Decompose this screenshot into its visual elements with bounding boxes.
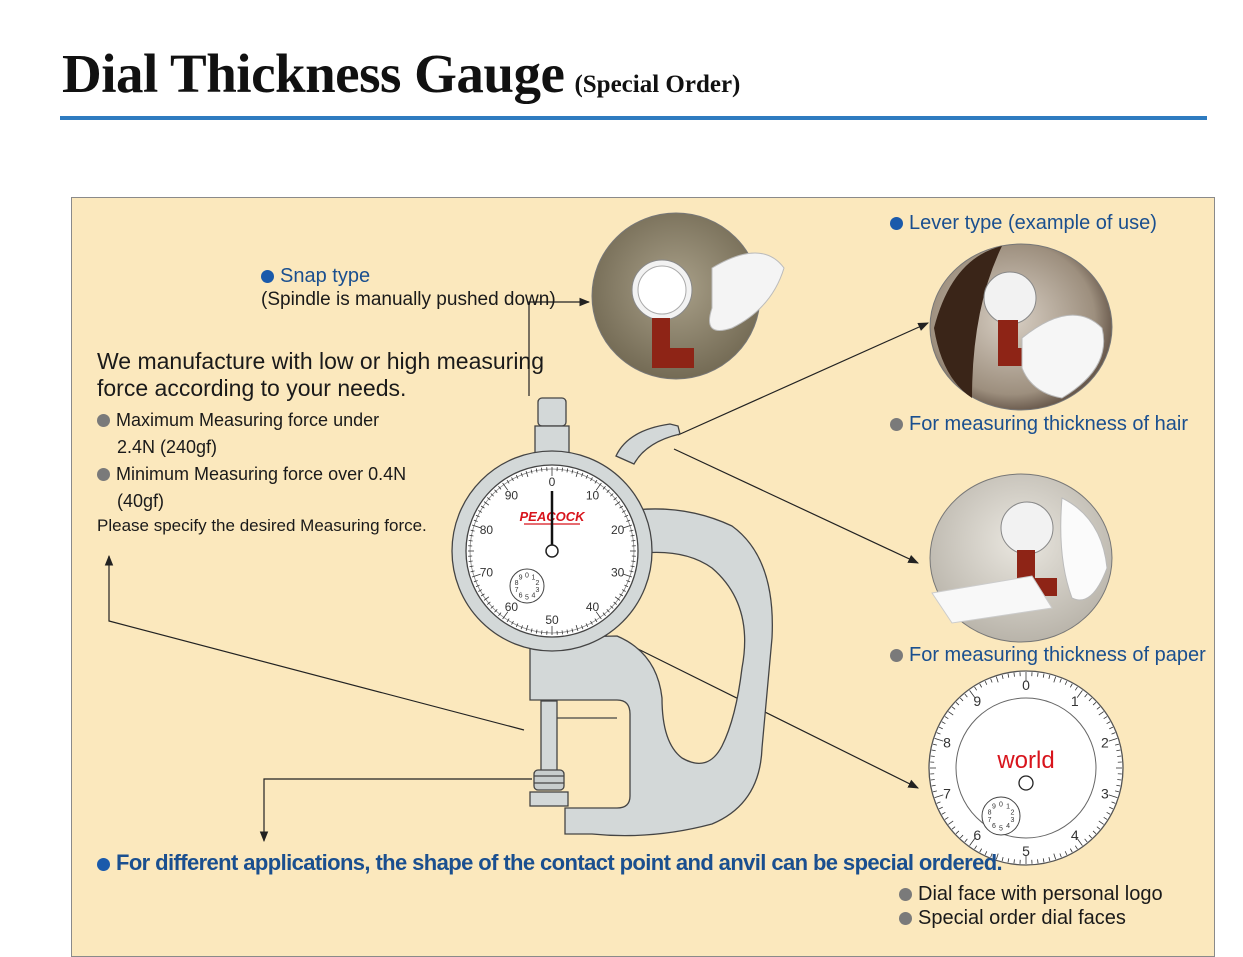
lever-arm	[616, 424, 680, 464]
custom-dial-logo: world	[996, 747, 1054, 774]
gauge-dial-number: 20	[611, 523, 625, 537]
gauge-tick	[562, 468, 563, 472]
custom-dial-number: 6	[973, 827, 981, 843]
bullet-dot-icon	[899, 912, 912, 925]
bullet-dot-icon	[899, 888, 912, 901]
dial-face-logo-caption: Dial face with personal logo	[899, 883, 1163, 906]
gauge-tick	[631, 561, 635, 562]
force-heading-line2: force according to your needs.	[97, 375, 406, 402]
gauge-dial-number: 10	[586, 488, 600, 502]
custom-sub-dial-number: 9	[992, 804, 996, 811]
arrow-contact-note	[264, 779, 532, 841]
custom-dial-number: 1	[1071, 693, 1079, 709]
sub-dial-number: 9	[519, 575, 523, 582]
snap-type-note: (Spindle is manually pushed down)	[261, 289, 556, 311]
anvil	[530, 792, 568, 806]
sub-dial-number: 5	[525, 594, 529, 601]
lever-paper-caption: For measuring thickness of paper	[890, 644, 1206, 667]
custom-dial-number: 4	[1071, 827, 1079, 843]
photo-hair	[930, 244, 1112, 410]
custom-tick	[1117, 780, 1121, 781]
title-underline	[60, 116, 1207, 120]
custom-sub-dial-number: 8	[988, 810, 992, 817]
gauge-dial-number: 30	[611, 566, 625, 580]
custom-tick	[1038, 673, 1039, 677]
snap-type-label: Snap type	[261, 265, 370, 288]
custom-sub-dial-number: 6	[992, 823, 996, 830]
force-heading-line1: We manufacture with low or high measurin…	[97, 348, 544, 375]
title-main: Dial Thickness Gauge	[62, 43, 564, 104]
gauge-dial-number: 60	[505, 600, 519, 614]
dial-face-special-caption: Special order dial faces	[899, 907, 1126, 930]
custom-sub-dial-number: 5	[999, 825, 1003, 832]
custom-dial-number: 9	[973, 693, 981, 709]
gauge-dial-number: 90	[505, 488, 519, 502]
lever-type-label: Lever type (example of use)	[890, 212, 1157, 235]
custom-tick	[1014, 673, 1015, 677]
custom-dial-number: 0	[1022, 677, 1030, 693]
photo-snap-type	[592, 213, 784, 379]
force-specify: Please specify the desired Measuring for…	[97, 516, 427, 536]
gauge-tick	[469, 561, 473, 562]
gauge-dial-number: 70	[480, 566, 494, 580]
custom-sub-dial-number: 4	[1006, 823, 1010, 830]
contact-point	[534, 770, 564, 790]
dial-thickness-gauge	[452, 398, 772, 836]
title-sub: (Special Order)	[574, 71, 740, 98]
bullet-dot-icon	[97, 858, 110, 871]
gauge-tick	[541, 468, 542, 472]
bullet-dot-icon	[890, 217, 903, 230]
bullet-dot-icon	[261, 270, 274, 283]
bullet-dot-icon	[97, 414, 110, 427]
custom-dial-number: 8	[943, 734, 951, 750]
page-title: Dial Thickness Gauge (Special Order)	[62, 42, 740, 105]
contact-point-note: For different applications, the shape of…	[97, 850, 1002, 876]
custom-sub-dial-number: 0	[999, 801, 1003, 808]
bullet-dot-icon	[97, 468, 110, 481]
force-min-line2: (40gf)	[117, 491, 164, 512]
gauge-tick	[469, 540, 473, 541]
sub-dial-number: 4	[532, 592, 536, 599]
custom-tick	[1038, 859, 1039, 863]
bullet-dot-icon	[890, 649, 903, 662]
sub-dial-number: 0	[525, 572, 529, 579]
gauge-dial-number: 50	[545, 613, 559, 627]
custom-sub-dial-number: 7	[988, 817, 992, 824]
custom-dial-number: 2	[1101, 734, 1109, 750]
custom-sub-dial-number: 3	[1010, 817, 1014, 824]
gauge-dial-number: 0	[549, 475, 556, 489]
bullet-dot-icon	[890, 418, 903, 431]
lever-hair-caption: For measuring thickness of hair	[890, 413, 1188, 436]
gauge-dial-number: 40	[586, 600, 600, 614]
sub-dial-number: 3	[536, 587, 540, 594]
gauge-dial-number: 80	[480, 523, 494, 537]
force-max-line1: Maximum Measuring force under	[97, 410, 379, 431]
gauge-tick	[631, 540, 635, 541]
custom-tick	[931, 756, 935, 757]
photo-paper	[930, 474, 1112, 642]
lower-spindle	[541, 701, 557, 771]
custom-dial-number: 3	[1101, 786, 1109, 802]
gauge-tick	[562, 630, 563, 634]
force-max-line2: 2.4N (240gf)	[117, 437, 217, 458]
gauge-tick	[541, 630, 542, 634]
force-min-line1: Minimum Measuring force over 0.4N	[97, 464, 406, 485]
custom-dial-number: 5	[1022, 843, 1030, 859]
sub-dial-number: 6	[519, 592, 523, 599]
spindle-cap	[538, 398, 566, 426]
custom-dial-number: 7	[943, 786, 951, 802]
custom-tick	[1117, 756, 1121, 757]
custom-tick	[1014, 859, 1015, 863]
spindle-stem	[535, 426, 569, 454]
custom-sub-dial-number: 2	[1010, 810, 1014, 817]
custom-tick	[931, 780, 935, 781]
sub-dial-number: 7	[515, 587, 519, 594]
